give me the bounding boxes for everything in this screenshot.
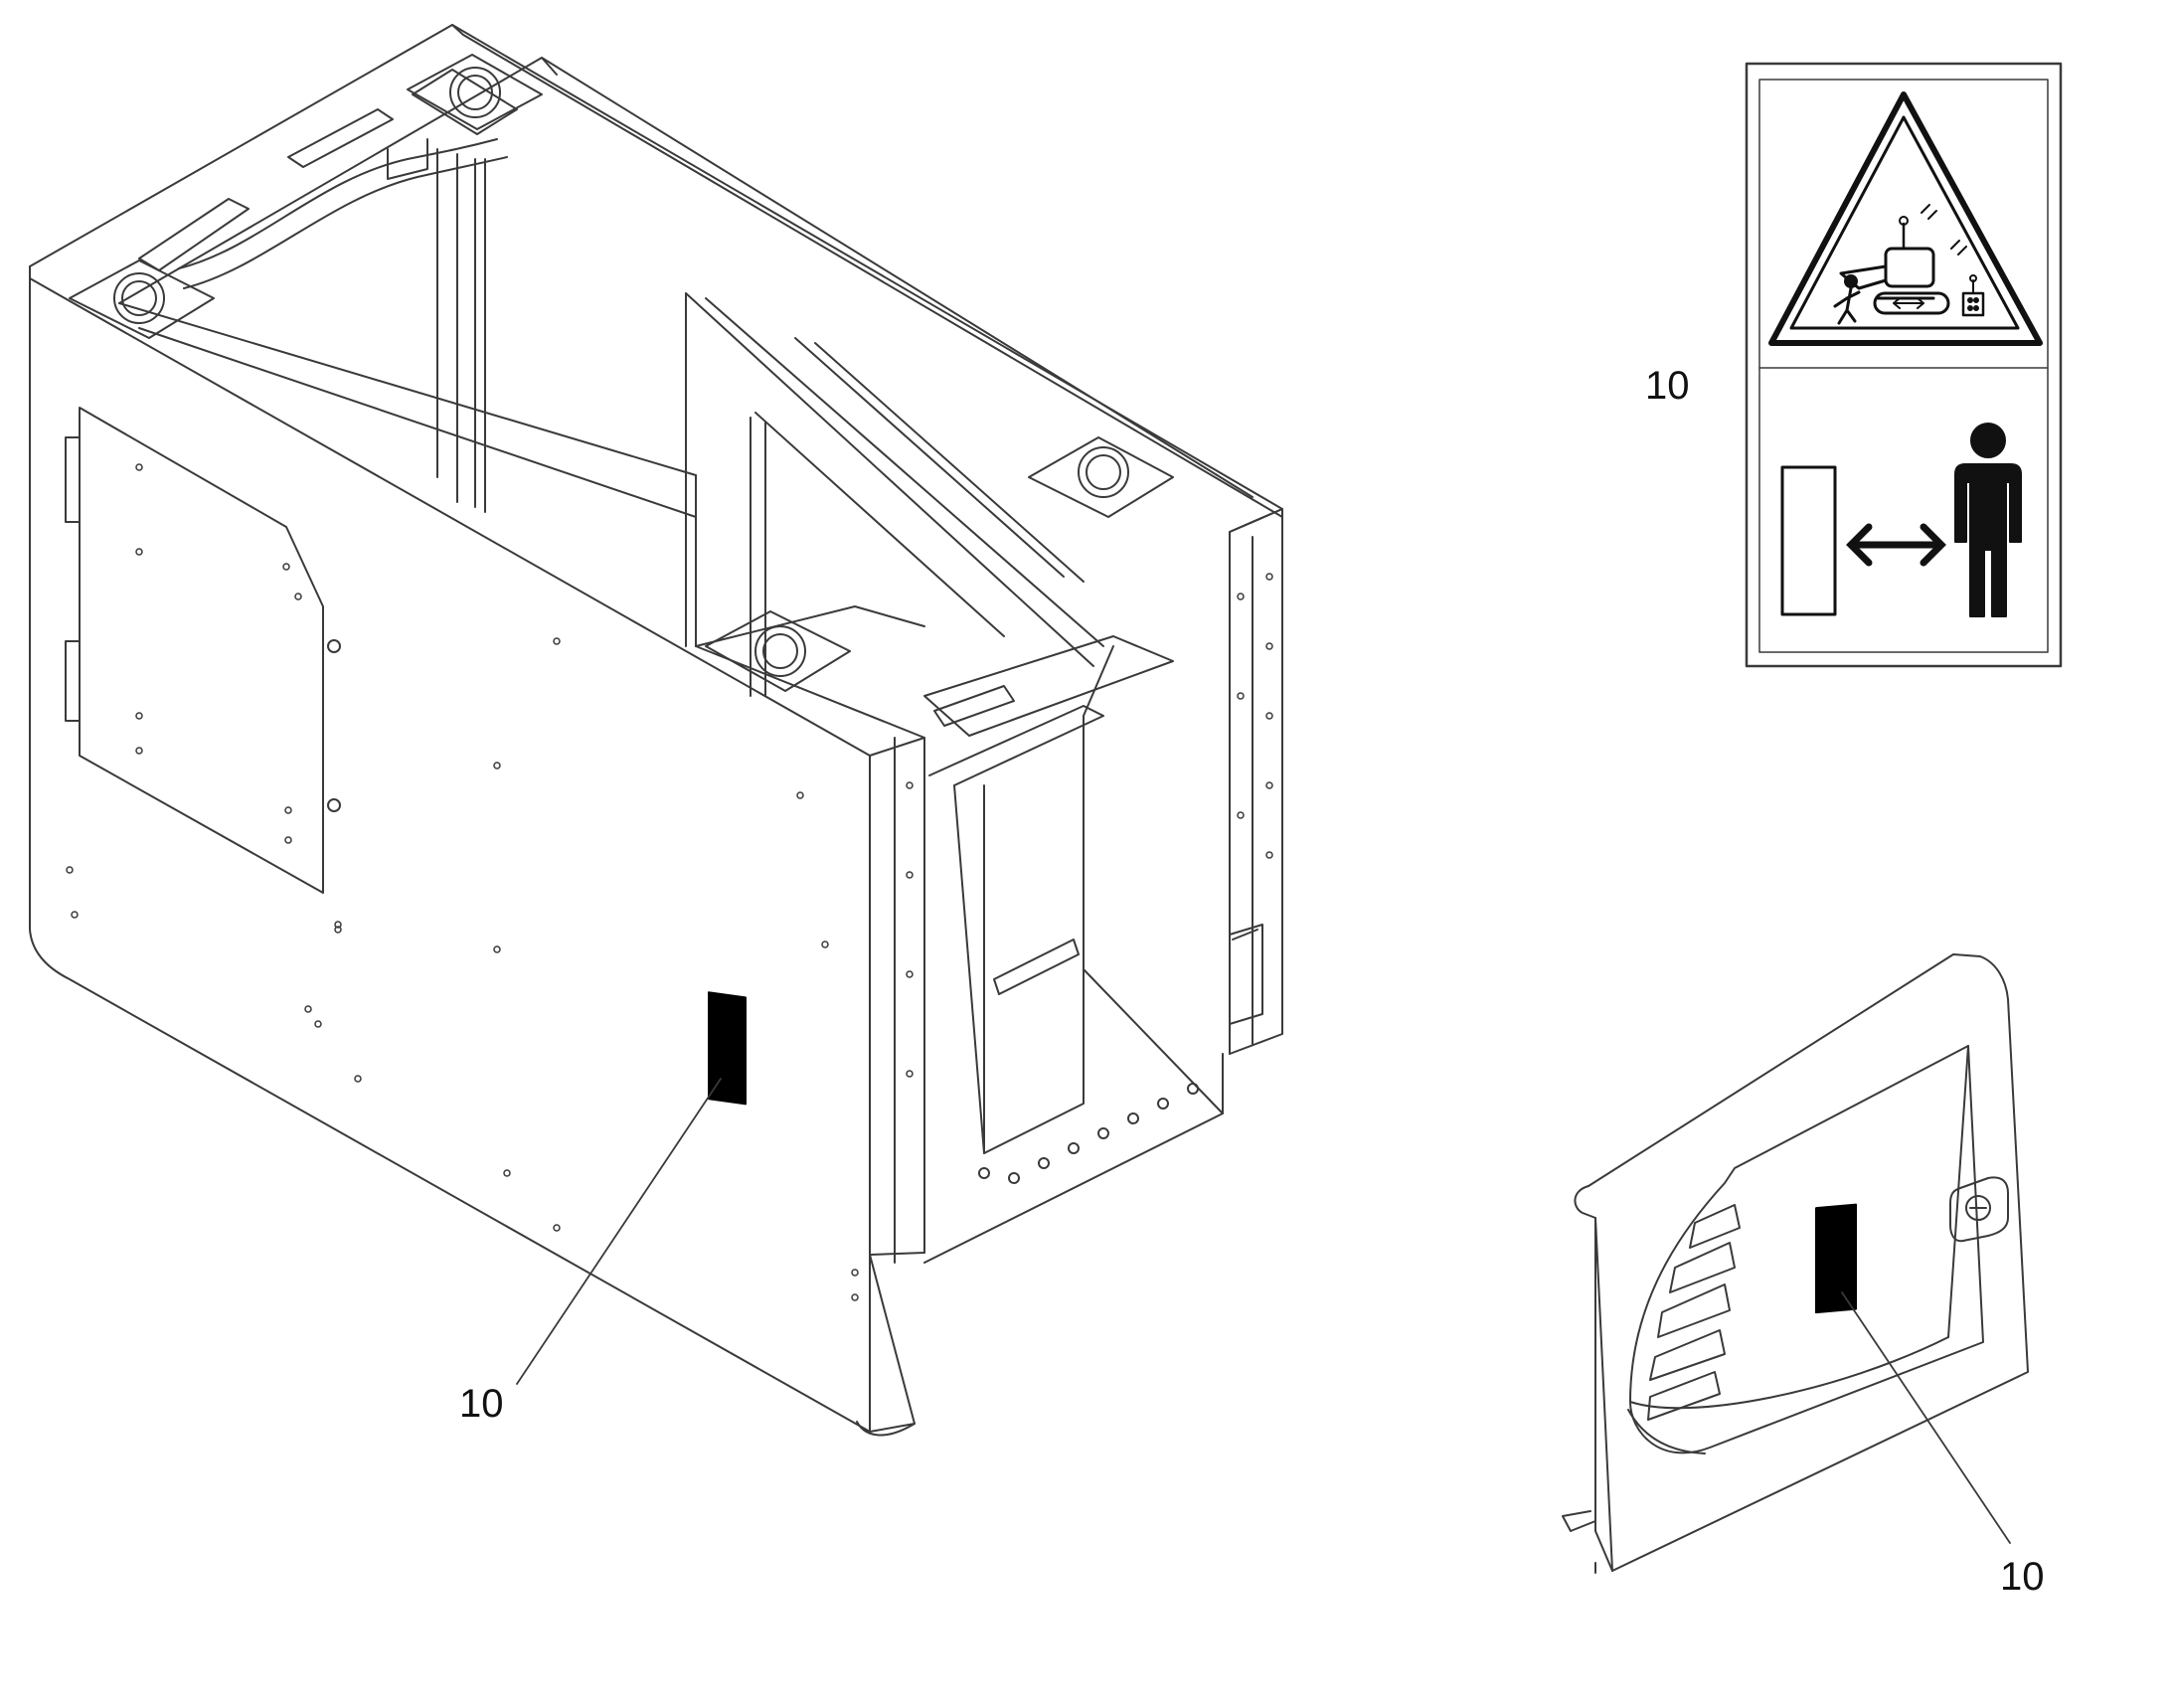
decal-marker-door — [1815, 1203, 1857, 1314]
keep-distance-person-icon — [1780, 423, 2022, 617]
warning-triangle-remote-machine-icon — [1768, 91, 2043, 346]
leader-line-door — [1841, 1291, 2011, 1544]
callout-label-door: 10 — [2000, 1555, 2045, 1599]
callout-label-decal: 10 — [1645, 364, 1690, 408]
decal-detail — [1745, 62, 2063, 668]
cabin-frame — [29, 24, 1283, 1437]
decal-marker-main — [708, 991, 747, 1106]
leader-line-main — [516, 1078, 722, 1385]
side-door-panel — [1562, 953, 2029, 1574]
callout-label-main: 10 — [459, 1382, 504, 1426]
